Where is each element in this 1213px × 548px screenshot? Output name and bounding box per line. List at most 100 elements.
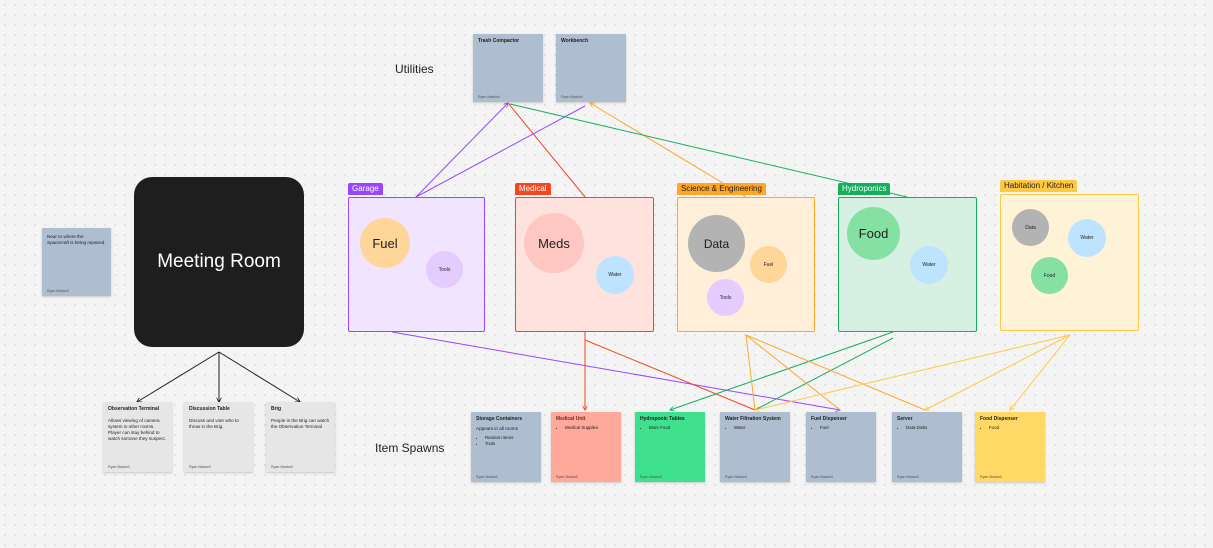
section-medical[interactable]: Meds Water	[515, 197, 654, 332]
circle-fuel[interactable]: Fuel	[360, 218, 410, 268]
list-item: Food	[989, 425, 1040, 431]
sticky-list: Food	[980, 425, 1040, 431]
sticky-observation-terminal[interactable]: Observation Terminal Allows viewing of c…	[103, 402, 172, 472]
sticky-author: Ryan Maskell	[556, 475, 578, 479]
sticky-brig[interactable]: Brig People in the Brig can watch the Ob…	[266, 402, 335, 472]
sticky-list: Random items Tools	[476, 435, 536, 447]
section-science-engineering[interactable]: Data Fuel Tools	[677, 197, 815, 332]
sticky-trash-compactor[interactable]: Trash Compactor Ryan Maskell	[473, 34, 543, 102]
circle-data[interactable]: Data	[1012, 209, 1049, 246]
sticky-medical-unit[interactable]: Medical Unit Medical Supplies Ryan Maske…	[551, 412, 621, 482]
sticky-body: Allows viewing of camera system in other…	[108, 418, 166, 441]
sticky-title: Food Dispenser	[980, 416, 1018, 422]
sticky-title: Server	[897, 416, 913, 422]
circle-tools[interactable]: Tools	[707, 279, 744, 316]
utilities-heading: Utilities	[395, 62, 434, 76]
sticky-body: Discuss and vote who to throw in the Bri…	[189, 418, 239, 429]
sticky-title: Storage Containers	[476, 416, 523, 422]
sticky-list: Water	[725, 425, 785, 431]
sticky-list: Fuel	[811, 425, 871, 431]
sticky-author: Ryan Maskell	[725, 475, 747, 479]
sticky-list: Medical Supplies	[556, 425, 616, 431]
sticky-hydroponic-tables[interactable]: Hydroponic Tables More Food Ryan Maskell	[635, 412, 705, 482]
section-hydroponics[interactable]: Food Water	[838, 197, 977, 332]
sticky-author: Ryan Maskell	[980, 475, 1002, 479]
circle-food[interactable]: Food	[847, 207, 900, 260]
list-item: Tools	[485, 441, 536, 447]
sticky-repair-note[interactable]: Near to where the Spacecraft is being re…	[42, 228, 111, 296]
circle-tools[interactable]: Tools	[426, 251, 463, 288]
sticky-server[interactable]: Server Data Disks Ryan Maskell	[892, 412, 962, 482]
circle-water[interactable]: Water	[910, 246, 948, 284]
sticky-author: Ryan Maskell	[478, 95, 500, 99]
section-habitation-kitchen[interactable]: Data Water Food	[1000, 194, 1139, 331]
section-tag-garage[interactable]: Garage	[348, 183, 383, 195]
item-spawns-heading: Item Spawns	[375, 441, 445, 455]
meeting-room-label: Meeting Room	[157, 251, 281, 272]
connector-hab-water	[755, 334, 1071, 410]
sticky-author: Ryan Maskell	[561, 95, 583, 99]
section-tag-medical[interactable]: Medical	[515, 183, 551, 195]
connector-science-server	[745, 334, 926, 411]
sticky-title: Medical Unit	[556, 416, 586, 422]
sticky-author: Ryan Maskell	[108, 465, 130, 469]
sticky-title: Brig	[271, 406, 281, 412]
sticky-title: Hydroponic Tables	[640, 416, 685, 422]
sticky-title: Workbench	[561, 38, 589, 44]
list-item: Water	[734, 425, 785, 431]
sticky-author: Ryan Maskell	[476, 475, 498, 479]
connector-garage-trash	[415, 103, 508, 198]
section-tag-hydroponics[interactable]: Hydroponics	[838, 183, 891, 195]
section-tag-habitation[interactable]: Habitation / Kitchen	[1000, 180, 1078, 192]
sticky-author: Ryan Maskell	[271, 465, 293, 469]
circle-water[interactable]: Water	[1068, 219, 1106, 257]
list-item: Fuel	[820, 425, 871, 431]
sticky-body: Appears in all rooms	[476, 426, 518, 431]
connector-medical-trash	[507, 102, 586, 198]
circle-data[interactable]: Data	[688, 215, 745, 272]
sticky-food-dispenser[interactable]: Food Dispenser Food Ryan Maskell	[975, 412, 1045, 482]
connector-science-fuel	[745, 334, 841, 411]
sticky-title: Fuel Dispenser	[811, 416, 847, 422]
section-garage[interactable]: Fuel Tools	[348, 197, 485, 332]
sticky-body: People in the Brig can watch the Observa…	[271, 418, 330, 429]
connector-hydro-tables	[670, 331, 894, 410]
sticky-water-filtration[interactable]: Water Filtration System Water Ryan Maske…	[720, 412, 790, 482]
sticky-body: Near to where the Spacecraft is being re…	[47, 234, 106, 245]
sticky-title: Discussion Table	[189, 406, 230, 412]
section-tag-science[interactable]: Science & Engineering	[677, 183, 766, 195]
connector-hydroponics-trash	[509, 103, 908, 198]
connector-science-water	[745, 334, 756, 411]
connector-hab-server	[925, 334, 1071, 410]
sticky-author: Ryan Maskell	[189, 465, 211, 469]
sticky-title: Observation Terminal	[108, 406, 160, 412]
circle-meds[interactable]: Meds	[524, 213, 584, 273]
meeting-room[interactable]: Meeting Room	[134, 177, 304, 347]
sticky-discussion-table[interactable]: Discussion Table Discuss and vote who to…	[184, 402, 253, 472]
sticky-author: Ryan Maskell	[47, 289, 69, 293]
sticky-author: Ryan Maskell	[897, 475, 919, 479]
sticky-title: Trash Compactor	[478, 38, 520, 44]
sticky-author: Ryan Maskell	[811, 475, 833, 479]
sticky-list: More Food	[640, 425, 700, 431]
sticky-author: Ryan Maskell	[640, 475, 662, 479]
sticky-workbench[interactable]: Workbench Ryan Maskell	[556, 34, 626, 102]
connector-meeting-brig	[218, 351, 300, 402]
connector-medical-water	[584, 339, 756, 411]
connector-garage-workbench	[415, 105, 586, 198]
sticky-title: Water Filtration System	[725, 416, 781, 422]
circle-fuel[interactable]: Fuel	[750, 246, 787, 283]
connector-science-workbench	[590, 103, 747, 198]
sticky-storage-containers[interactable]: Storage Containers Appears in all rooms …	[471, 412, 541, 482]
sticky-fuel-dispenser[interactable]: Fuel Dispenser Fuel Ryan Maskell	[806, 412, 876, 482]
connector-meeting-observation	[137, 351, 220, 402]
circle-food[interactable]: Food	[1031, 257, 1068, 294]
connector-hydro-water	[754, 337, 894, 411]
connector-garage-fuel-dispenser	[391, 331, 840, 410]
circle-water[interactable]: Water	[596, 256, 634, 294]
list-item: Medical Supplies	[565, 425, 616, 431]
list-item: More Food	[649, 425, 700, 431]
list-item: Data Disks	[906, 425, 957, 431]
connector-hab-food	[1010, 334, 1071, 410]
